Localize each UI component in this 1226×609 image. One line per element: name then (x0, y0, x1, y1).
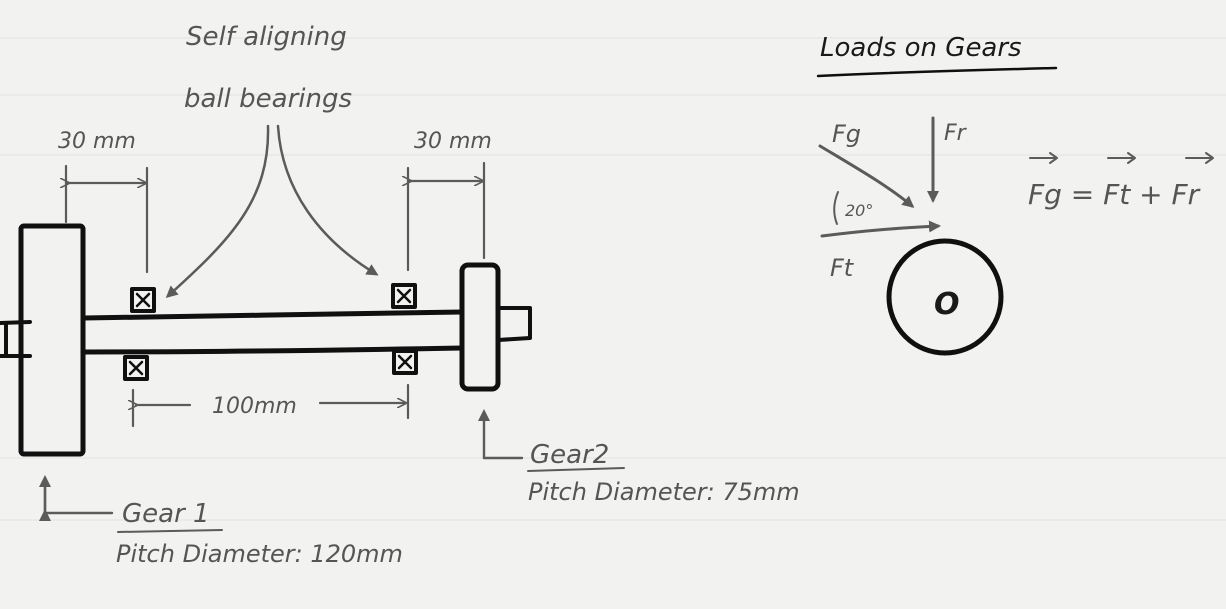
gear-1-pitch: Pitch Diameter: 120mm (116, 540, 403, 568)
paper-lines (0, 37, 1226, 521)
right-offset-label: 30 mm (414, 129, 492, 154)
angle-label: 20° (845, 201, 873, 220)
loads-title-underline (816, 66, 1058, 78)
force-equation: Fg = Ft + Fr (1028, 152, 1214, 211)
angle-arc (833, 191, 839, 225)
fr-label: Fr (944, 121, 968, 146)
gear-2-body (459, 262, 501, 392)
dimension-bearing-span: 100mm (133, 383, 410, 428)
bearing-span-label: 100mm (212, 394, 297, 419)
main-shaft (81, 309, 465, 355)
bearings-label-line2: ball bearings (184, 84, 352, 114)
gear-1-body (18, 223, 86, 457)
force-ft-arrow (820, 220, 941, 238)
bearing-right-bottom (392, 349, 418, 375)
gear-circle (886, 238, 1004, 356)
left-shaft-stub (0, 320, 32, 358)
left-offset-label: 30 mm (58, 129, 136, 154)
right-shaft-stub (496, 306, 532, 342)
dimension-left-30mm: 30 mm (58, 129, 149, 274)
fg-label: Fg (832, 120, 861, 148)
bearings-callout: Self aligning ball bearings (165, 22, 379, 299)
equation-text: Fg = Ft + Fr (1028, 178, 1201, 211)
loads-title: Loads on Gears (820, 33, 1022, 63)
ft-label: Ft (830, 254, 855, 282)
loads-panel: Loads on Gears O Fg Fr Ft 20° Fg = Ft + … (816, 33, 1214, 356)
bearing-right-top (391, 283, 417, 309)
bearing-left-bottom (123, 355, 149, 381)
bearings-label-line1: Self aligning (186, 22, 347, 52)
gear-2-callout: Gear2 Pitch Diameter: 75mm (478, 409, 800, 506)
gear-2-pitch: Pitch Diameter: 75mm (528, 478, 800, 506)
gear-2-label: Gear2 (530, 440, 609, 470)
gear-center-mark: O (934, 287, 960, 322)
gear-1-callout: Gear 1 Pitch Diameter: 120mm (45, 475, 403, 568)
bearing-left-top (130, 287, 156, 313)
force-fg-arrow (818, 144, 915, 208)
bearings (123, 283, 418, 381)
gear-1-label: Gear 1 (122, 499, 210, 529)
shaft-assembly (0, 223, 532, 457)
dimension-right-30mm: 30 mm (408, 129, 492, 272)
